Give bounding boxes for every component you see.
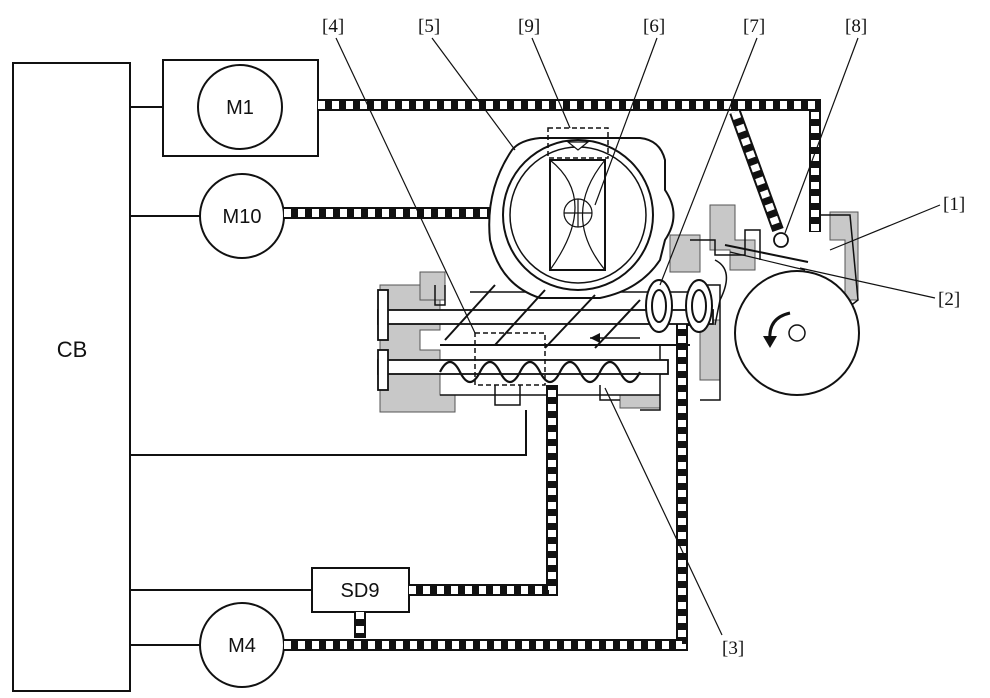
toner-hopper-curve — [714, 259, 728, 326]
coupling-discs — [645, 279, 713, 333]
sd9-label: SD9 — [341, 580, 380, 602]
drum-hub — [788, 324, 806, 342]
callout-2: [2] — [938, 289, 960, 310]
sensor-marker — [566, 141, 590, 151]
blade-edge — [729, 251, 806, 271]
callout-7: [7] — [743, 16, 765, 37]
helical-screw — [439, 360, 641, 384]
rotation-arrowhead — [763, 336, 777, 348]
callout-6: [6] — [643, 16, 665, 37]
callout-8: [8] — [845, 16, 867, 37]
toner-bottle — [488, 137, 675, 299]
callout-9: [9] — [518, 16, 540, 37]
control-board — [12, 62, 131, 692]
m4-label: M4 — [228, 635, 256, 657]
m10-label: M10 — [223, 206, 262, 228]
stirring-blades — [440, 284, 690, 349]
signal-wires — [130, 106, 527, 646]
m1-label: M1 — [226, 97, 254, 119]
callout-3: [3] — [722, 638, 744, 659]
drive-lines — [284, 99, 821, 651]
toner-sensor-8 — [773, 232, 789, 248]
callout-1: [1] — [943, 194, 965, 215]
sensor-box-4 — [474, 332, 546, 386]
flow-arrow-head — [590, 333, 600, 343]
m1-motor — [197, 64, 283, 150]
control-board-label: CB — [57, 337, 88, 362]
doctor-blade — [724, 244, 809, 263]
callout-leaders — [335, 37, 941, 636]
callout-4: [4] — [322, 16, 344, 37]
sensor-box-9 — [547, 127, 609, 159]
callout-5: [5] — [418, 16, 440, 37]
